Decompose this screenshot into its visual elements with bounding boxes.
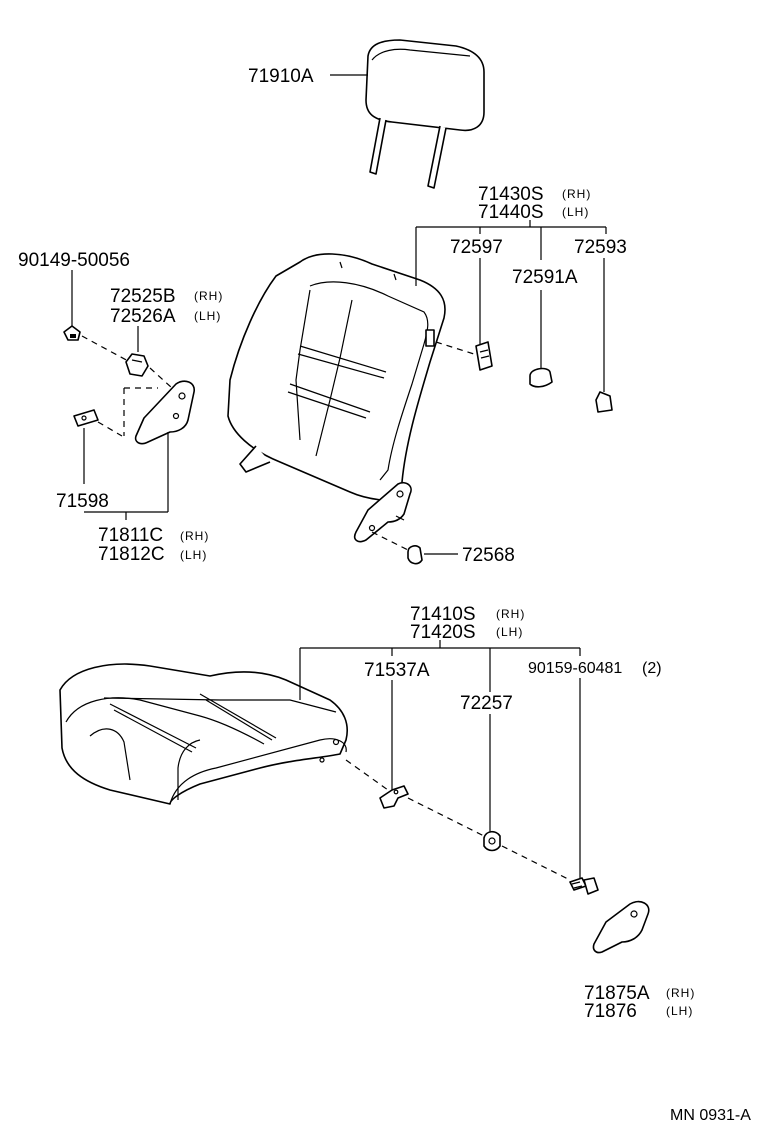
tag-72526a: (LH) <box>194 309 221 323</box>
tag-71875a: (RH) <box>666 986 695 1000</box>
part-71537a <box>379 785 409 809</box>
tag-71811c: (RH) <box>180 529 209 543</box>
bracket-71811c <box>134 380 195 445</box>
nut-72257 <box>483 830 501 852</box>
tag-back-lh: (LH) <box>562 205 589 219</box>
nut-72525b <box>125 353 149 377</box>
tag-cushion-lh: (LH) <box>496 625 523 639</box>
label-71812c: 71812C <box>98 544 165 565</box>
tag-71812c: (LH) <box>180 548 207 562</box>
label-cushion-rh: 71410S <box>410 604 476 625</box>
cover-71875a <box>592 900 650 954</box>
bolt-bottom <box>569 877 599 895</box>
tag-cushion-rh: (RH) <box>496 607 525 621</box>
label-71811c: 71811C <box>98 525 163 546</box>
label-71876: 71876 <box>584 1001 637 1022</box>
label-back-lh: 71440S <box>478 202 544 223</box>
part-72593 <box>595 391 613 413</box>
label-72257: 72257 <box>460 693 513 714</box>
headrest-drawing <box>365 39 485 189</box>
label-72525b: 72525B <box>110 286 176 307</box>
label-bolt-top: 90149-50056 <box>18 250 130 271</box>
label-72526a: 72526A <box>110 306 176 327</box>
dash-71598 <box>97 421 123 437</box>
part-72591a <box>529 367 553 388</box>
leader-back-group <box>415 220 607 392</box>
label-headrest: 71910A <box>248 66 314 87</box>
tag-72525b: (RH) <box>194 289 223 303</box>
tag-back-rh: (RH) <box>562 187 591 201</box>
dash-cushion-1 <box>345 759 389 791</box>
plate-71598 <box>73 409 99 427</box>
dash-cushion-2 <box>407 797 485 837</box>
label-71537a: 71537A <box>364 660 430 681</box>
dash-72597 <box>435 341 475 355</box>
label-72568: 72568 <box>462 545 515 566</box>
label-71598: 71598 <box>56 491 109 512</box>
label-back-rh: 71430S <box>478 184 544 205</box>
label-72597: 72597 <box>450 237 503 258</box>
bolt-top <box>63 325 81 341</box>
label-cushion-lh: 71420S <box>410 622 476 643</box>
part-72597 <box>475 341 493 371</box>
label-72591a: 72591A <box>512 267 578 288</box>
back-side-slot <box>425 329 435 347</box>
label-bolt-bottom-qty: (2) <box>642 660 662 677</box>
dash-cushion-3 <box>501 845 571 881</box>
tag-71876: (LH) <box>666 1004 693 1018</box>
label-bolt-bottom: 90159-60481 <box>528 660 622 677</box>
dash-bolt-top <box>81 335 131 363</box>
clip-72568 <box>407 545 423 565</box>
seat-back-drawing <box>227 253 446 502</box>
dash-72525b <box>149 367 173 389</box>
dash-72568 <box>371 531 413 553</box>
back-hinge-bracket <box>353 481 412 543</box>
seat-cushion-drawing <box>59 663 348 805</box>
label-72593: 72593 <box>574 237 627 258</box>
drawing-code: MN 0931-A <box>670 1107 751 1124</box>
leader-cushion-group <box>299 640 581 878</box>
label-71875a: 71875A <box>584 983 650 1004</box>
